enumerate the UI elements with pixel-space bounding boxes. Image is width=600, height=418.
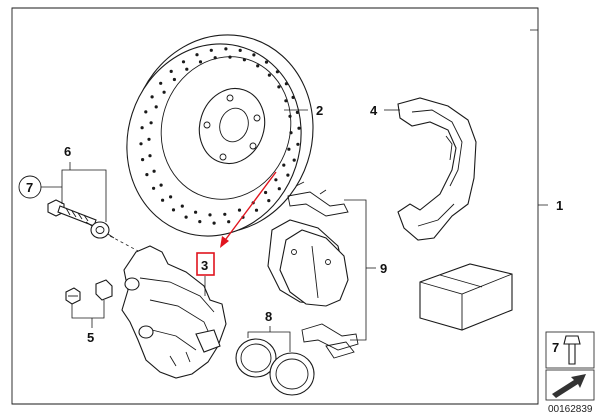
drill-hole bbox=[172, 77, 176, 82]
callout-8: 8 bbox=[265, 309, 272, 324]
drill-hole bbox=[292, 158, 296, 162]
drill-hole bbox=[242, 58, 246, 62]
drill-hole bbox=[194, 210, 198, 214]
drill-hole bbox=[277, 187, 281, 191]
drill-hole bbox=[284, 99, 288, 103]
drill-hole bbox=[161, 198, 165, 202]
bleeder-screw[interactable] bbox=[65, 287, 81, 305]
drill-hole bbox=[181, 60, 186, 64]
drill-hole bbox=[282, 163, 286, 167]
highlight-arrow bbox=[220, 171, 277, 248]
drill-hole bbox=[145, 173, 149, 177]
callout-5: 5 bbox=[87, 330, 94, 345]
drill-hole bbox=[171, 208, 176, 212]
drill-hole bbox=[289, 131, 293, 135]
drill-hole bbox=[227, 220, 231, 224]
drill-hole bbox=[208, 213, 212, 217]
drill-hole bbox=[180, 204, 184, 208]
drill-hole bbox=[254, 208, 259, 212]
disc-bolt-holes bbox=[203, 94, 261, 161]
legend-part-7: 7 bbox=[545, 331, 595, 369]
drill-hole bbox=[141, 158, 145, 162]
brake-pads[interactable] bbox=[267, 219, 349, 307]
pad-retaining-springs[interactable] bbox=[287, 181, 359, 359]
drill-hole bbox=[238, 48, 242, 53]
callout-9: 9 bbox=[380, 261, 387, 276]
drill-hole bbox=[256, 64, 260, 68]
callout-3-highlight bbox=[196, 252, 215, 276]
drill-hole bbox=[198, 60, 203, 64]
drill-hole bbox=[147, 137, 151, 141]
callout-4: 4 bbox=[370, 103, 378, 118]
drill-hole bbox=[144, 110, 148, 114]
callout-6: 6 bbox=[64, 144, 71, 159]
drill-hole bbox=[287, 147, 291, 151]
drill-hole bbox=[149, 121, 153, 125]
drill-hole bbox=[277, 85, 281, 89]
drill-hole bbox=[150, 95, 154, 99]
drill-hole bbox=[152, 186, 156, 190]
dust-cap[interactable] bbox=[95, 279, 113, 301]
caliper-carrier[interactable] bbox=[397, 97, 477, 241]
drill-hole bbox=[169, 69, 173, 73]
drill-hole bbox=[152, 169, 156, 173]
callout-2: 2 bbox=[316, 103, 323, 118]
drill-hole bbox=[159, 183, 163, 187]
callout-1: 1 bbox=[556, 198, 563, 213]
legend-callout-7: 7 bbox=[552, 340, 559, 355]
drill-hole bbox=[237, 208, 242, 212]
drill-hole bbox=[264, 190, 268, 195]
drill-hole bbox=[212, 221, 216, 225]
callout-3: 3 bbox=[201, 258, 208, 273]
drill-hole bbox=[267, 73, 271, 77]
drill-hole bbox=[198, 220, 202, 224]
drill-hole bbox=[169, 195, 173, 199]
parts-package-box bbox=[419, 263, 513, 331]
drill-hole bbox=[286, 173, 290, 177]
brake-caliper[interactable] bbox=[121, 245, 227, 379]
callout-7: 7 bbox=[26, 180, 33, 195]
drill-hole bbox=[162, 90, 166, 94]
guide-bushing[interactable] bbox=[85, 221, 115, 239]
drill-hole bbox=[140, 126, 144, 130]
brake-disc[interactable] bbox=[102, 11, 338, 259]
drill-hole bbox=[297, 126, 301, 130]
drill-hole bbox=[267, 199, 271, 203]
drill-hole bbox=[291, 95, 295, 99]
legend-arrow-box bbox=[545, 369, 595, 401]
document-number: 00162839 bbox=[548, 404, 593, 415]
drill-hole bbox=[295, 110, 299, 114]
drill-hole bbox=[195, 53, 199, 57]
caliper-bolt[interactable] bbox=[47, 199, 97, 227]
drill-hole bbox=[148, 154, 152, 158]
drill-hole bbox=[275, 70, 279, 74]
drill-hole bbox=[154, 105, 158, 109]
drill-hole bbox=[264, 60, 269, 64]
drill-hole bbox=[209, 48, 213, 52]
drill-hole bbox=[213, 56, 217, 60]
drill-hole bbox=[228, 55, 232, 59]
drill-hole bbox=[223, 212, 227, 216]
group-frame bbox=[11, 7, 539, 405]
drill-hole bbox=[284, 82, 288, 86]
drill-hole bbox=[296, 142, 300, 146]
drill-hole bbox=[252, 53, 256, 57]
drill-hole bbox=[288, 114, 292, 118]
drill-hole bbox=[184, 215, 188, 219]
drill-hole bbox=[274, 178, 278, 182]
drill-hole bbox=[224, 47, 228, 51]
drill-hole bbox=[159, 81, 163, 85]
piston-seal-rings[interactable] bbox=[235, 338, 315, 396]
drill-hole bbox=[139, 142, 143, 146]
drill-hole bbox=[185, 67, 189, 71]
